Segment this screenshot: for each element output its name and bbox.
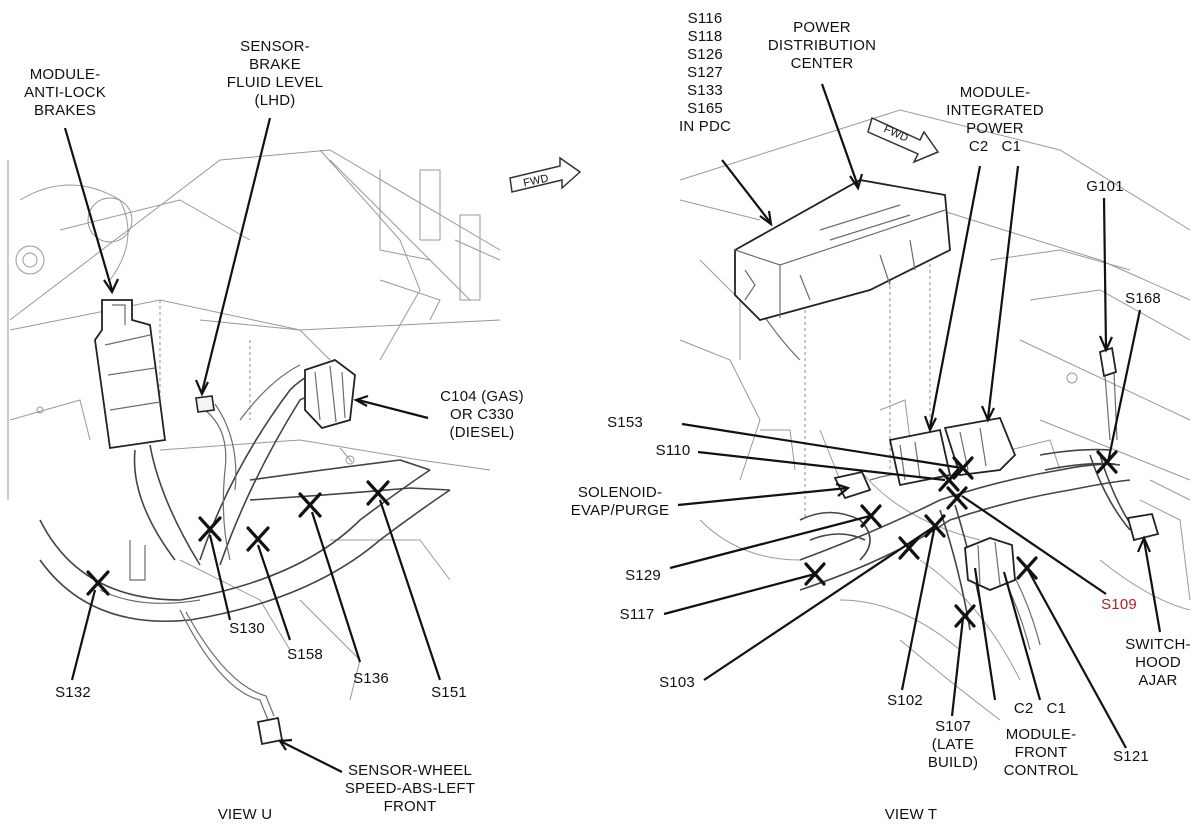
c104-connector-shape <box>304 358 356 430</box>
fwd-arrow-u <box>509 156 582 193</box>
view-t-background <box>679 109 1191 721</box>
pdc-shape <box>734 179 951 322</box>
brake-fluid-sensor-shape <box>195 395 215 413</box>
label-s158: S158 <box>287 646 323 663</box>
label-s102: S102 <box>887 692 923 709</box>
view-u-background <box>7 149 501 701</box>
caption-view-t: VIEW T <box>884 806 938 823</box>
label-s130: S130 <box>229 620 265 637</box>
label-sensor-wheel-speed: SENSOR-WHEEL SPEED-ABS-LEFT FRONT <box>344 762 476 815</box>
label-s117: S117 <box>619 606 655 623</box>
view-u-components <box>94 156 582 746</box>
label-s110: S110 <box>655 442 691 459</box>
view-t-leaders <box>663 83 1162 749</box>
label-s109: S109 <box>1101 596 1137 613</box>
label-s129: S129 <box>625 567 661 584</box>
label-s103: S103 <box>659 674 695 691</box>
label-switch-hood-ajar: SWITCH- HOOD AJAR <box>1125 636 1191 689</box>
g101-shape <box>1098 346 1118 378</box>
fwd-arrow-t <box>867 116 940 164</box>
label-s151: S151 <box>431 684 467 701</box>
fcm-shape <box>964 537 1016 591</box>
view-u-leaders <box>63 117 442 773</box>
hood-switch-shape <box>1126 512 1160 542</box>
label-module-front-control: MODULE- FRONT CONTROL <box>1003 726 1079 779</box>
label-fcm-connectors: C2 C1 <box>1013 700 1067 717</box>
label-s153: S153 <box>607 414 643 431</box>
view-t-components <box>734 116 1160 591</box>
ipm-connectors-shape <box>888 416 1017 487</box>
label-module-abs: MODULE- ANTI-LOCK BRAKES <box>24 66 106 119</box>
label-s136: S136 <box>353 670 389 687</box>
view-t-splice-markers <box>804 450 1118 628</box>
label-s121: S121 <box>1113 748 1149 765</box>
label-c104-c330: C104 (GAS) OR C330 (DIESEL) <box>440 388 524 441</box>
label-sensor-brake-fluid: SENSOR- BRAKE FLUID LEVEL (LHD) <box>226 38 324 109</box>
label-pdc-splices: S116 S118 S126 S127 S133 S165 IN PDC <box>678 10 732 135</box>
label-g101: G101 <box>1086 178 1124 195</box>
abs-module-shape <box>94 299 167 450</box>
label-power-distribution-center: POWER DISTRIBUTION CENTER <box>767 19 877 72</box>
view-u-harness <box>39 364 451 721</box>
label-solenoid-evap-purge: SOLENOID- EVAP/PURGE <box>570 484 670 519</box>
caption-view-u: VIEW U <box>217 806 273 823</box>
label-module-integrated-power: MODULE- INTEGRATED POWER C2 C1 <box>946 84 1044 155</box>
label-s132: S132 <box>55 684 91 701</box>
label-s168: S168 <box>1125 290 1161 307</box>
label-s107-late-build: S107 (LATE BUILD) <box>927 718 979 771</box>
view-u-splice-markers <box>86 480 390 596</box>
